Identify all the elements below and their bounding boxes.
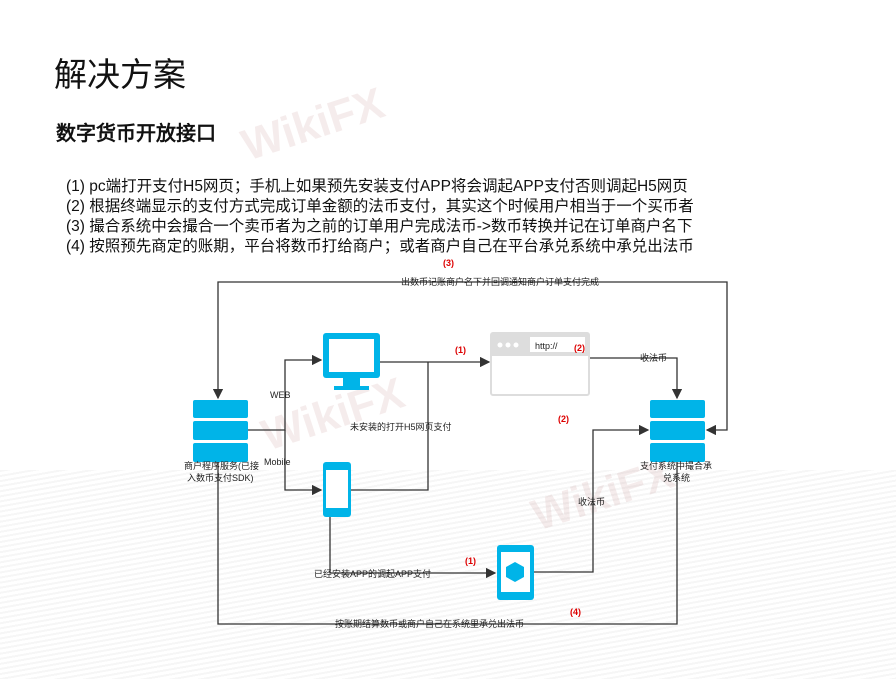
label-h5: 未安装的打开H5网页支付	[350, 421, 452, 432]
step-marker: (4)	[570, 607, 581, 617]
merchant-server-icon	[193, 400, 248, 462]
step-marker: (2)	[558, 414, 569, 424]
payment-server-label: 兑系统	[663, 472, 690, 483]
step-item: (1) pc端打开支付H5网页；手机上如果预先安装支付APP将会调起APP支付否…	[66, 178, 688, 195]
merchant-server-label: 商户程序服务(已接	[184, 460, 259, 471]
label-receive-fiat: 收法币	[640, 352, 667, 363]
label-bottom-edge: 按账期结算数币或商户自己在系统里承兑出法币	[335, 618, 524, 629]
desktop-monitor-icon	[323, 333, 380, 390]
step-marker: (1)	[465, 556, 476, 566]
page-title: 解决方案	[54, 56, 186, 93]
payment-app-phone-icon	[497, 545, 534, 600]
merchant-server-label: 入数币支付SDK)	[187, 472, 254, 483]
steps-list: (1) pc端打开支付H5网页；手机上如果预先安装支付APP将会调起APP支付否…	[66, 177, 694, 257]
browser-url: http://	[535, 341, 558, 351]
label-app: 已经安装APP的调起APP支付	[314, 568, 431, 579]
section-subtitle: 数字货币开放接口	[56, 123, 216, 145]
mobile-phone-icon	[323, 462, 351, 517]
step-item: (2) 根据终端显示的支付方式完成订单金额的法币支付，其实这个时候用户相当于一个…	[66, 198, 694, 215]
label-mobile: Mobile	[264, 457, 291, 467]
browser-window-icon: http://	[490, 332, 590, 396]
step-marker: (2)	[574, 343, 585, 353]
label-receive-fiat: 收法币	[578, 496, 605, 507]
step-marker: (3)	[443, 258, 454, 268]
payment-server-label: 支付系统中撮合承	[640, 460, 712, 471]
background-texture	[0, 470, 896, 679]
label-top-edge: 出数币记账商户名下并回调通知商户订单支付完成	[401, 276, 599, 287]
step-item: (3) 撮合系统中会撮合一个卖币者为之前的订单用户完成法币->数币转换并记在订单…	[66, 218, 693, 235]
label-web: WEB	[270, 390, 291, 400]
payment-server-icon	[650, 400, 705, 462]
connectors	[212, 281, 728, 625]
step-item: (4) 按照预先商定的账期，平台将数币打给商户；或者商户自己在平台承兑系统中承兑…	[66, 238, 694, 255]
step-marker: (1)	[455, 345, 466, 355]
